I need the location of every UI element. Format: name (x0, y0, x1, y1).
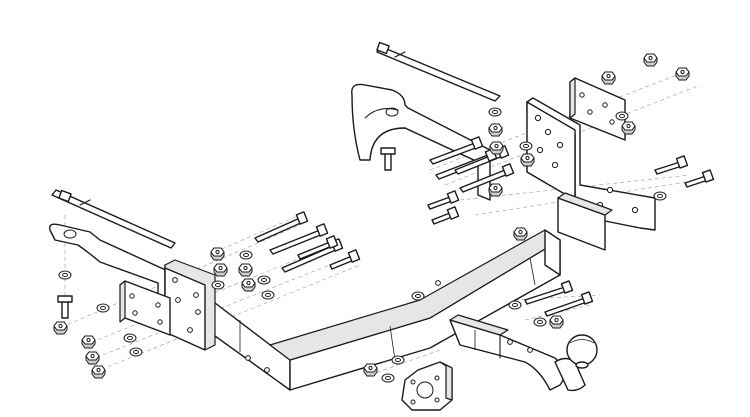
right-chassis-arm (351, 41, 501, 201)
bolts-right-group (427, 136, 715, 317)
socket-plate (401, 361, 453, 411)
left-side-bracket (164, 259, 216, 351)
tow-ball-neck (449, 314, 586, 392)
right-side-bracket (526, 97, 656, 231)
vertical-bolts (57, 147, 396, 319)
left-chassis-arm (49, 189, 176, 321)
tow-ball (566, 334, 598, 369)
spacer-plate-left (119, 280, 171, 336)
bolts-left-group (254, 211, 361, 273)
